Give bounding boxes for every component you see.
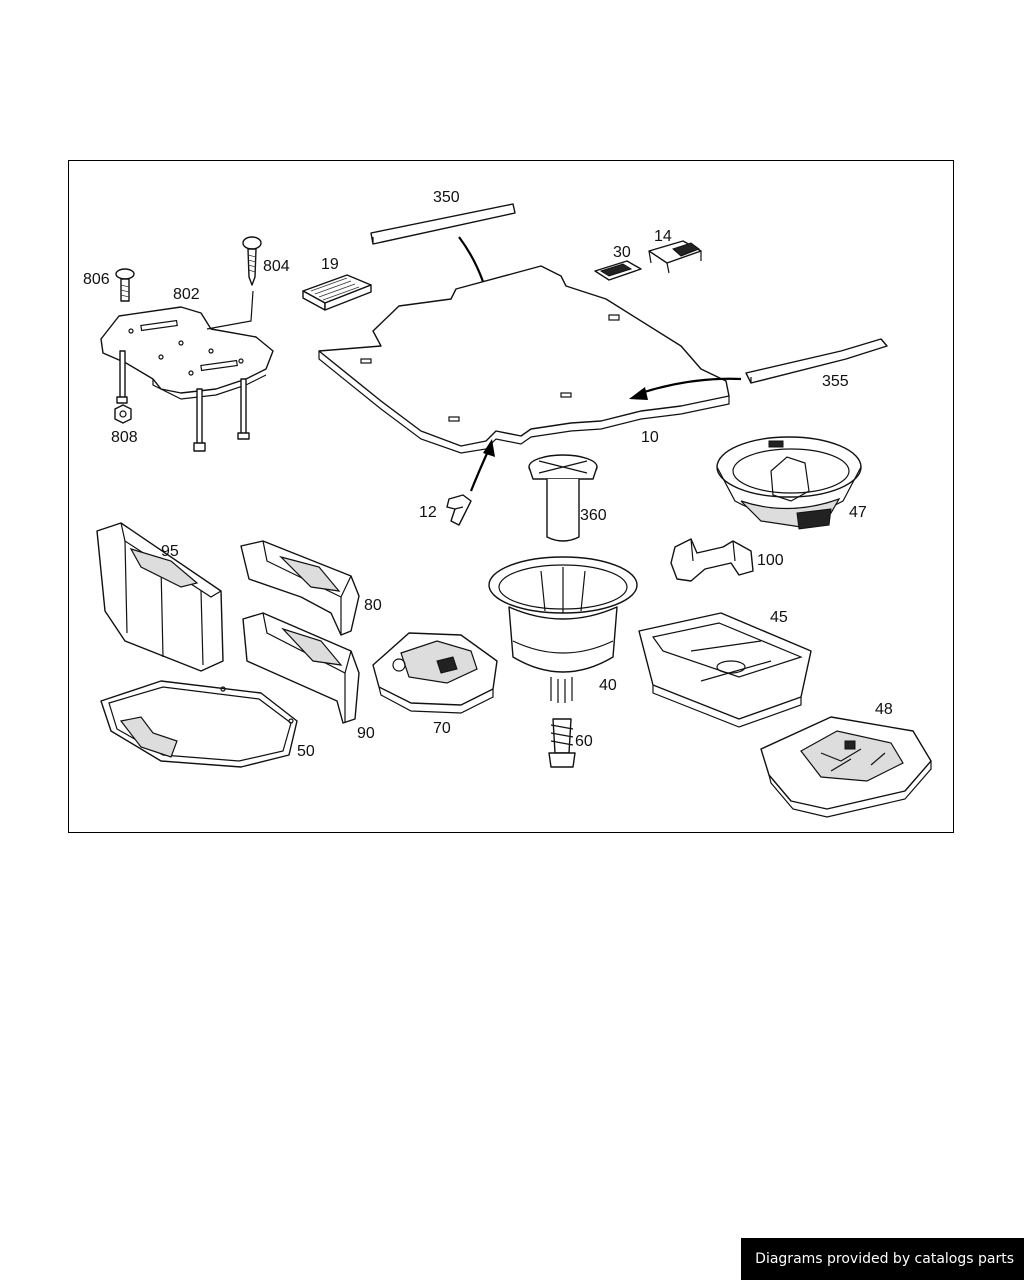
label-360: 360 [580,507,607,524]
label-806: 806 [83,271,110,288]
part-14-clip [648,240,702,274]
label-19: 19 [321,256,339,273]
label-30: 30 [613,244,631,261]
part-90-block [242,612,360,724]
part-70-holder [372,632,498,714]
arrow-12-to-10 [469,439,495,492]
part-806-screw [115,268,135,302]
part-95-box [96,522,224,672]
part-12-clip [446,494,472,526]
part-19-connector [302,274,372,311]
label-804: 804 [263,258,290,275]
part-48-foam-insert [760,716,932,818]
part-50-gasket [100,680,298,768]
label-100: 100 [757,552,784,569]
footer-credit-badge: Diagrams provided by catalogs parts [741,1238,1024,1280]
part-804-screw [242,236,262,286]
label-45: 45 [770,609,788,626]
part-40-cup [488,556,638,703]
label-50: 50 [297,743,315,760]
part-10-floor-mat [318,265,730,454]
label-10: 10 [641,429,659,446]
part-47-round-tray [716,436,862,530]
part-100-bracket [670,538,754,582]
part-350-strip [370,203,516,245]
label-802: 802 [173,286,200,303]
label-14: 14 [654,228,672,245]
parts-diagram: 350 355 19 30 14 806 802 804 808 10 12 3… [83,189,932,818]
label-808: 808 [111,429,138,446]
label-95: 95 [161,543,179,560]
label-350: 350 [433,189,460,206]
part-60-spring [548,718,576,768]
label-47: 47 [849,504,867,521]
label-60: 60 [575,733,593,750]
part-802-bolts [116,350,250,452]
label-48: 48 [875,701,893,718]
part-30-clip [594,260,642,281]
part-808-nut [114,404,132,424]
part-355-strip [745,338,888,384]
label-355: 355 [822,373,849,390]
part-80-block [240,540,360,636]
part-45-tray [638,612,812,728]
part-802-bracket [100,290,274,400]
label-70: 70 [433,720,451,737]
label-40: 40 [599,677,617,694]
part-360-tube [528,454,598,542]
arrow-355-to-10 [629,377,742,400]
label-80: 80 [364,597,382,614]
label-90: 90 [357,725,375,742]
footer-credit-text: Diagrams provided by catalogs parts [755,1251,1014,1267]
label-12: 12 [419,504,437,521]
parts-diagram-frame: 350 355 19 30 14 806 802 804 808 10 12 3… [68,160,954,833]
